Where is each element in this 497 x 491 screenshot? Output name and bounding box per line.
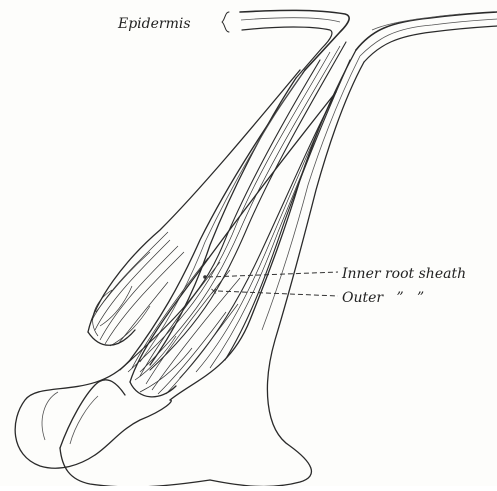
label-inner-root-sheath: Inner root sheath <box>341 266 466 282</box>
inner-root-sheath-marker <box>203 275 207 279</box>
label-epidermis: Epidermis <box>117 16 191 32</box>
right-follicle <box>42 50 364 486</box>
outer-root-sheath-marker: × <box>210 287 218 297</box>
epidermis-brace <box>222 12 229 32</box>
label-outer-root-sheath: Outer ” ” <box>342 290 424 306</box>
left-follicle <box>15 42 346 468</box>
outer-root-sheath-leader <box>218 291 338 296</box>
epidermis-layer <box>240 10 497 78</box>
